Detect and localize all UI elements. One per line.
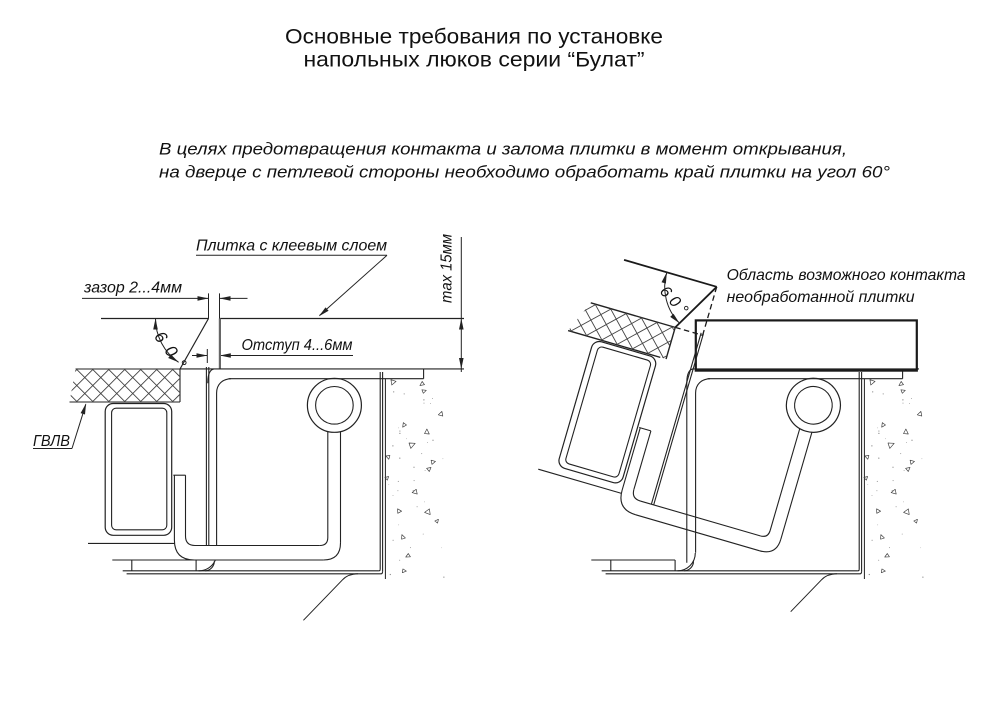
svg-text:необработанной плитки: необработанной плитки [727, 289, 915, 306]
svg-text:max 15мм: max 15мм [439, 234, 456, 303]
svg-text:ГВЛВ: ГВЛВ [33, 433, 70, 450]
svg-text:Плитка с клеевым слоем: Плитка с клеевым слоем [196, 238, 387, 255]
svg-text:на дверце с петлевой стороны н: на дверце с петлевой стороны необходимо … [159, 164, 890, 182]
svg-text:напольных люков серии “Булат”: напольных люков серии “Булат” [304, 49, 645, 72]
svg-text:Область возможного контакта: Область возможного контакта [727, 267, 966, 284]
svg-text:Отступ 4...6мм: Отступ 4...6мм [242, 337, 353, 354]
svg-text:В целях предотвращения контакт: В целях предотвращения контакта и залома… [159, 141, 847, 159]
svg-text:Основные требования по установ: Основные требования по установке [285, 26, 663, 49]
svg-text:зазор 2...4мм: зазор 2...4мм [83, 280, 182, 297]
